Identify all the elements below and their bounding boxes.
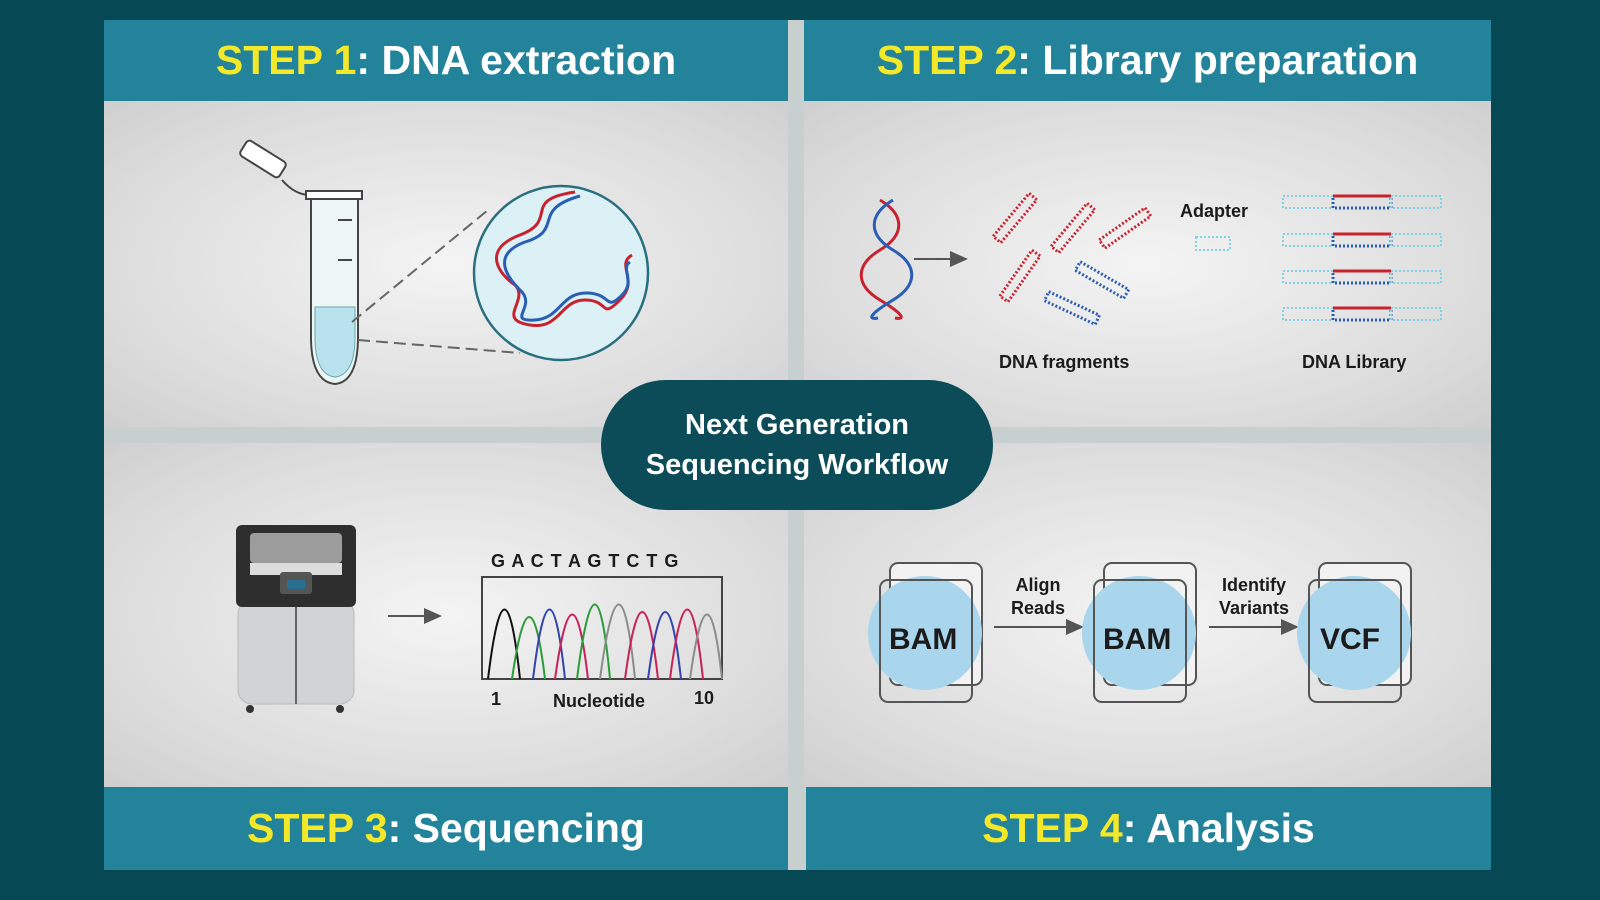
- identify-variants-label: Identify Variants: [1210, 574, 1298, 620]
- bam-input-file-icon: [868, 562, 983, 703]
- step-1-label: STEP 1: [215, 37, 357, 83]
- axis-end-label: 10: [694, 688, 715, 708]
- step-2-title: : Library preparation: [1017, 37, 1419, 83]
- quadrant-library-preparation: [804, 101, 1491, 427]
- bam-aligned-label: BAM: [1103, 623, 1172, 656]
- chromatogram-plot: [481, 576, 723, 680]
- workflow-title-line-1: Next Generation: [685, 409, 909, 441]
- align-reads-line-2: Reads: [1010, 598, 1066, 618]
- identify-variants-line-2: Variants: [1218, 598, 1290, 618]
- step-4-title: : Analysis: [1122, 805, 1315, 851]
- step-4-label: STEP 4: [982, 805, 1123, 851]
- step-1-title: : DNA extraction: [356, 37, 677, 83]
- dna-fragments-label: DNA fragments: [999, 352, 1130, 372]
- step-3-title: : Sequencing: [387, 805, 645, 851]
- align-reads-label: Align Reads: [1000, 574, 1076, 620]
- identify-variants-line-1: Identify: [1221, 575, 1286, 595]
- workflow-title-pill: Next Generation Sequencing Workflow: [601, 380, 993, 510]
- workflow-title-line-2: Sequencing Workflow: [645, 449, 949, 481]
- step-4-header: STEP 4: Analysis: [806, 787, 1491, 870]
- magnified-dna-icon: [472, 184, 650, 362]
- dna-fragments-icon: [991, 191, 1153, 327]
- sequencer-machine-icon: [236, 525, 356, 713]
- step-1-header: STEP 1: DNA extraction: [104, 20, 788, 101]
- axis-label-nucleotide: Nucleotide: [553, 691, 646, 711]
- bam-input-label: BAM: [889, 623, 958, 656]
- bam-aligned-file-icon: [1082, 562, 1197, 703]
- step-2-label: STEP 2: [876, 37, 1018, 83]
- vcf-label: VCF: [1320, 623, 1380, 656]
- step-3-label: STEP 3: [247, 805, 388, 851]
- adapter-label: Adapter: [1180, 201, 1249, 221]
- step-3-header: STEP 3: Sequencing: [104, 787, 788, 870]
- microcentrifuge-tube-icon: [239, 139, 363, 386]
- align-reads-line-1: Align: [1015, 575, 1061, 595]
- step-2-header: STEP 2: Library preparation: [804, 20, 1491, 101]
- dna-helix-icon: [859, 198, 914, 320]
- vcf-file-icon: [1297, 562, 1412, 703]
- sequence-letters: G A C T A G T C T G: [491, 551, 680, 571]
- adapter-icon: [1195, 236, 1231, 251]
- dna-library-label: DNA Library: [1302, 352, 1407, 372]
- quadrant-dna-extraction: [104, 101, 788, 427]
- axis-start-label: 1: [491, 689, 502, 709]
- dna-library-icon: [1282, 194, 1442, 322]
